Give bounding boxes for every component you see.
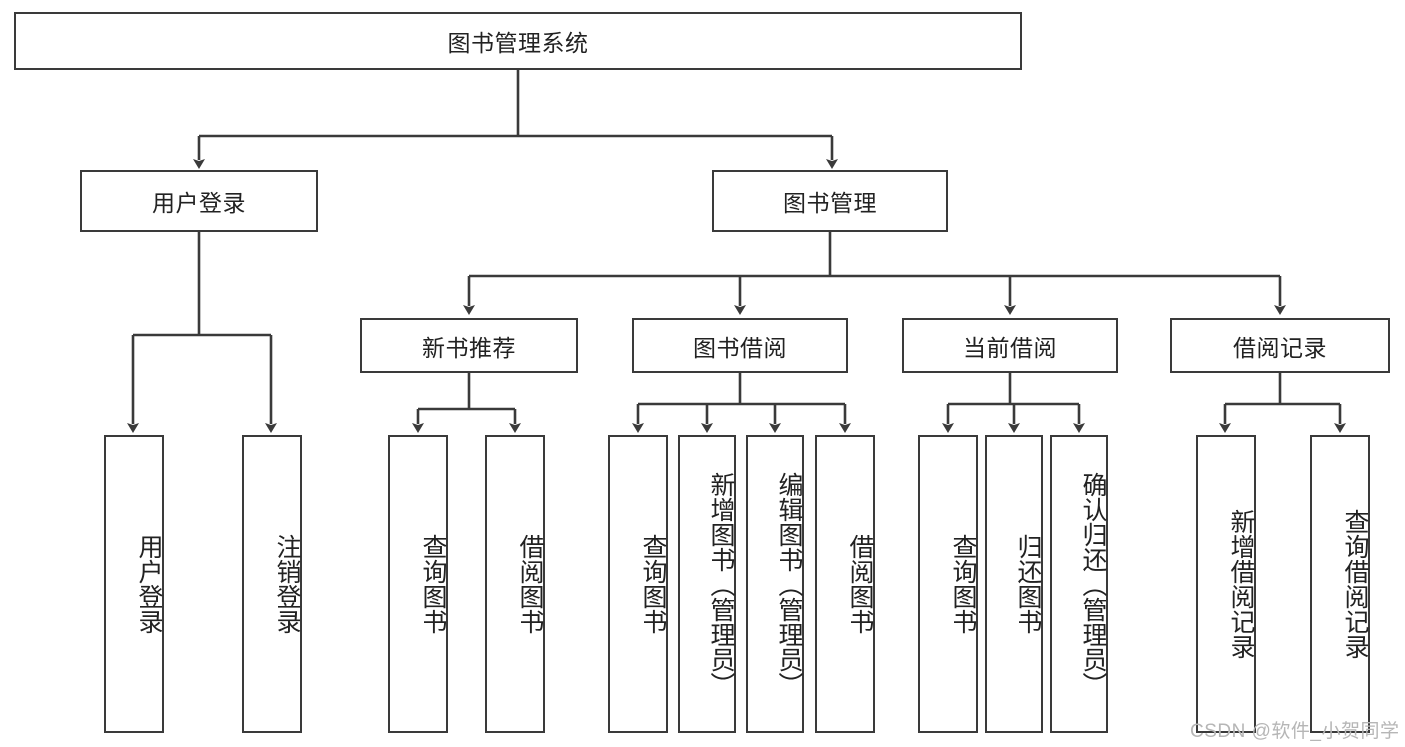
node-root-label: 图书管理系统	[447, 30, 589, 56]
node-user-login-label: 用户登录	[152, 190, 246, 216]
node-borrow-record-label: 借阅记录	[1233, 334, 1327, 361]
leaf-borrow-add-book[interactable]: 新增图书（管理员）	[678, 435, 736, 733]
leaf-label: 查询图书	[949, 534, 977, 634]
leaf-record-query-record[interactable]: 查询借阅记录	[1310, 435, 1370, 733]
node-book-management[interactable]: 图书管理	[712, 170, 948, 232]
leaf-label: 新增图书（管理员）	[707, 471, 735, 697]
leaf-recommend-query-book[interactable]: 查询图书	[388, 435, 448, 733]
leaf-current-confirm-return[interactable]: 确认归还（管理员）	[1050, 435, 1108, 733]
leaf-borrow-borrow-book[interactable]: 借阅图书	[815, 435, 875, 733]
leaf-label: 查询借阅记录	[1341, 509, 1369, 659]
leaf-record-add-record[interactable]: 新增借阅记录	[1196, 435, 1256, 733]
node-book-borrow[interactable]: 图书借阅	[632, 318, 848, 373]
node-current-borrow[interactable]: 当前借阅	[902, 318, 1118, 373]
csdn-watermark: CSDN @软件_小贺同学	[1190, 721, 1400, 742]
leaf-recommend-borrow-book[interactable]: 借阅图书	[485, 435, 545, 733]
leaf-label: 确认归还（管理员）	[1079, 471, 1107, 697]
leaf-label: 新增借阅记录	[1227, 509, 1255, 659]
leaf-user-login-logout[interactable]: 注销登录	[242, 435, 302, 733]
node-book-borrow-label: 图书借阅	[693, 334, 787, 361]
leaf-label: 查询图书	[639, 534, 667, 634]
node-new-book-recommend-label: 新书推荐	[422, 334, 516, 361]
leaf-borrow-edit-book[interactable]: 编辑图书（管理员）	[746, 435, 804, 733]
leaf-current-query-book[interactable]: 查询图书	[918, 435, 978, 733]
leaf-label: 编辑图书（管理员）	[775, 471, 803, 697]
node-user-login[interactable]: 用户登录	[80, 170, 318, 232]
node-root[interactable]: 图书管理系统	[14, 12, 1022, 70]
leaf-user-login-login[interactable]: 用户登录	[104, 435, 164, 733]
leaf-label: 借阅图书	[846, 534, 874, 634]
leaf-label: 注销登录	[273, 534, 301, 634]
leaf-label: 查询图书	[419, 534, 447, 634]
node-book-management-label: 图书管理	[783, 190, 877, 216]
node-borrow-record[interactable]: 借阅记录	[1170, 318, 1390, 373]
node-new-book-recommend[interactable]: 新书推荐	[360, 318, 578, 373]
leaf-label: 归还图书	[1014, 534, 1042, 634]
node-current-borrow-label: 当前借阅	[963, 334, 1057, 361]
leaf-current-return-book[interactable]: 归还图书	[985, 435, 1043, 733]
leaf-label: 用户登录	[135, 534, 163, 634]
leaf-label: 借阅图书	[516, 534, 544, 634]
leaf-borrow-query-book[interactable]: 查询图书	[608, 435, 668, 733]
